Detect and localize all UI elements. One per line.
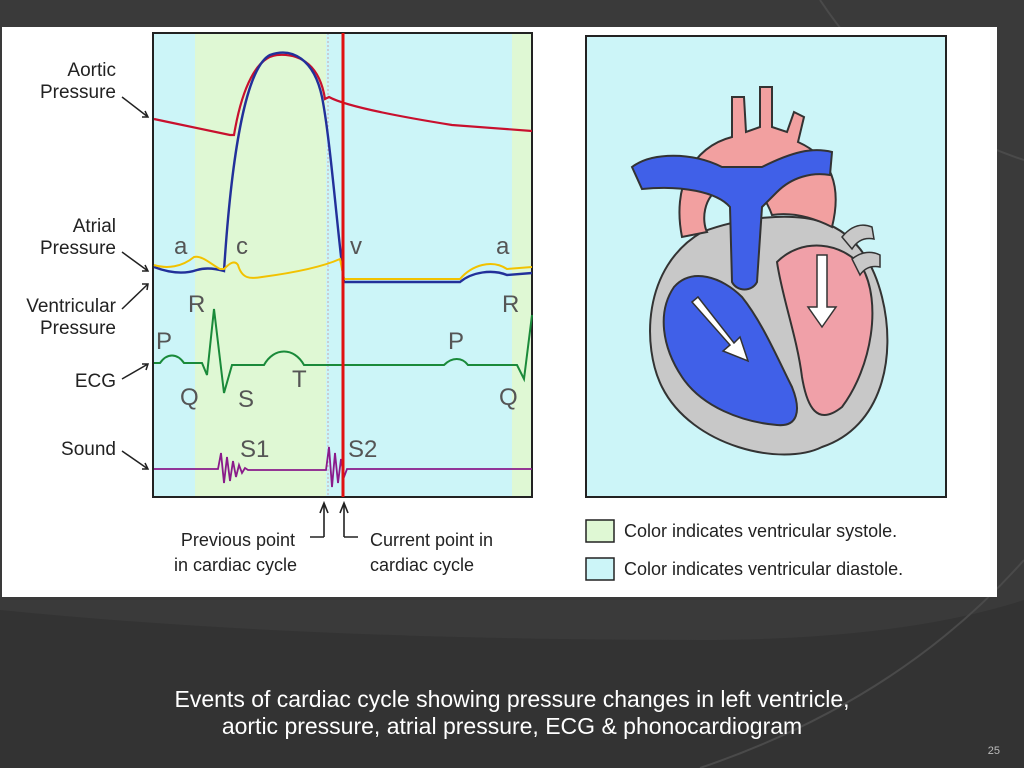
flow-arrow-right-icon	[806, 254, 838, 329]
ecg-q2: Q	[499, 384, 518, 411]
ventricular-label-line2: Pressure	[40, 318, 116, 339]
current-point-arrow-icon	[339, 500, 358, 538]
cardiac-cycle-figure: Aortic Pressure Atrial Pressure Ventricu…	[2, 27, 997, 597]
atrial-wave-v: v	[350, 233, 362, 260]
atrial-wave-c: c	[236, 233, 248, 260]
flow-arrow-left-icon	[690, 295, 750, 363]
sound-pointer-icon	[121, 450, 150, 470]
ventricular-label-line1: Ventricular	[26, 296, 116, 317]
atrial-label-line1: Atrial	[73, 216, 116, 237]
atrial-wave-a2: a	[496, 233, 510, 260]
ecg-r1: R	[188, 291, 205, 318]
ecg-t: T	[292, 366, 307, 393]
ecg-label: ECG	[75, 371, 116, 392]
ecg-s: S	[238, 386, 254, 413]
ventricular-pointer-icon	[121, 283, 149, 310]
sound-s1: S1	[240, 436, 269, 463]
previous-point-line2: in cardiac cycle	[174, 555, 297, 575]
current-point-line1: Current point in	[370, 530, 493, 550]
aortic-label-line2: Pressure	[40, 82, 116, 103]
atrial-wave-a1: a	[174, 233, 188, 260]
page-number: 25	[987, 745, 1000, 757]
left-ventricle	[775, 244, 874, 417]
aortic-pointer-icon	[121, 96, 150, 118]
vena-cava	[630, 149, 834, 291]
heart-panel	[585, 35, 947, 498]
caption-line1: Events of cardiac cycle showing pressure…	[174, 686, 850, 712]
aortic-pressure-trace	[153, 53, 533, 137]
atrial-label-line2: Pressure	[40, 238, 116, 259]
current-point-line2: cardiac cycle	[370, 555, 474, 575]
sound-s2: S2	[348, 436, 377, 463]
ecg-r2: R	[502, 291, 519, 318]
sound-label: Sound	[61, 439, 116, 460]
previous-point-line1: Previous point	[181, 530, 295, 550]
legend-diastole-text: Color indicates ventricular diastole.	[624, 559, 903, 579]
legend: Color indicates ventricular systole. Col…	[585, 519, 903, 581]
ecg-q1: Q	[180, 384, 199, 411]
sound-trace	[154, 446, 532, 488]
legend-systole-text: Color indicates ventricular systole.	[624, 521, 897, 541]
legend-systole-swatch	[585, 519, 615, 543]
previous-point-arrow-icon	[310, 500, 329, 538]
ecg-p1: P	[156, 328, 172, 355]
legend-diastole-swatch	[585, 557, 615, 581]
systole-band	[195, 33, 326, 497]
pulmonary-vein	[841, 224, 881, 277]
ecg-pointer-icon	[121, 363, 150, 380]
atrial-pointer-icon	[121, 251, 150, 272]
ecg-trace	[154, 308, 533, 394]
ecg-p2: P	[448, 328, 464, 355]
atrial-pressure-trace	[153, 255, 533, 280]
caption-line2: aortic pressure, atrial pressure, ECG & …	[221, 713, 803, 739]
slide-caption: Events of cardiac cycle showing pressure…	[0, 686, 1024, 740]
aortic-label-line1: Aortic	[67, 60, 116, 81]
